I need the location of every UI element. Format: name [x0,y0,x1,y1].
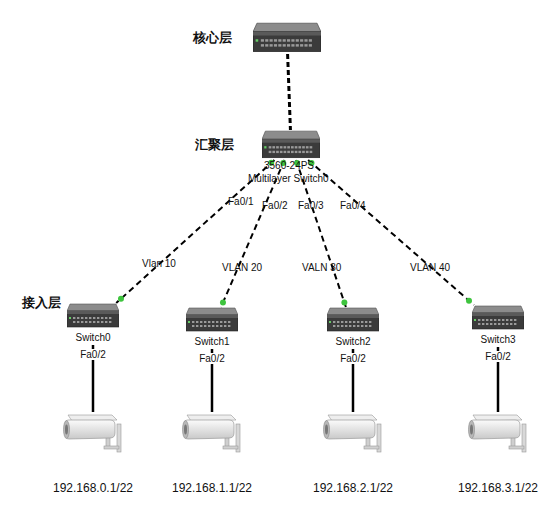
switch-icon [472,305,524,331]
network-link [308,160,474,305]
port-label: Fa0/3 [298,200,324,211]
switch-icon [262,130,320,160]
camera-icon [467,412,529,456]
device-name: Switch1 [186,336,238,348]
device-name: Switch2 [327,336,379,348]
port-label: Fa0/2 [262,200,288,211]
port-label: Fa0/4 [340,200,366,211]
camera-icon [322,412,384,456]
vlan-label: VLAN 40 [410,262,450,273]
switch-node: 核心层 [253,22,321,54]
camera-node: 192.168.0.1/22 [62,412,124,456]
camera-node: 192.168.2.1/22 [322,412,384,456]
switch-node: Switch1 [186,307,238,349]
network-link [288,54,291,130]
link-light [466,298,472,304]
switch-node: 汇聚层3560-24PSMultilayer Switch0 [262,130,320,160]
link-light [118,296,124,302]
device-name: 3560-24PS [264,160,314,172]
link-light [341,300,347,306]
port-label: Fa0/2 [484,351,512,362]
port-label: Fa0/2 [339,353,367,364]
port-label: Fa0/1 [228,196,254,207]
ip-address: 192.168.1.1/22 [142,482,282,496]
switch-node: Switch2 [327,307,379,349]
layer-name: 接入层 [22,296,61,310]
layer-name: 核心层 [193,31,232,46]
ip-address: 192.168.2.1/22 [283,482,423,496]
port-label: Fa0/2 [79,349,107,360]
ip-address: 192.168.3.1/22 [428,482,560,496]
ip-address: 192.168.0.1/22 [23,482,163,496]
device-name: Switch0 [67,332,119,344]
vlan-label: Vlan 10 [142,258,176,269]
vlan-label: VLAN 20 [222,262,262,273]
camera-node: 192.168.3.1/22 [467,412,529,456]
switch-icon [67,303,119,329]
switch-icon [186,307,238,333]
switch-node: Switch3 [472,305,524,347]
switch-icon [327,307,379,333]
port-label: Fa0/2 [198,353,226,364]
device-name: Multilayer Switch0 [248,173,329,185]
switch-icon [253,22,321,54]
camera-icon [181,412,243,456]
vlan-label: VALN 30 [302,262,341,273]
link-light [220,300,226,306]
layer-name: 汇聚层 [195,138,234,153]
switch-node: Switch0 [67,303,119,345]
camera-icon [62,412,124,456]
camera-node: 192.168.1.1/22 [181,412,243,456]
device-name: Switch3 [472,334,524,346]
